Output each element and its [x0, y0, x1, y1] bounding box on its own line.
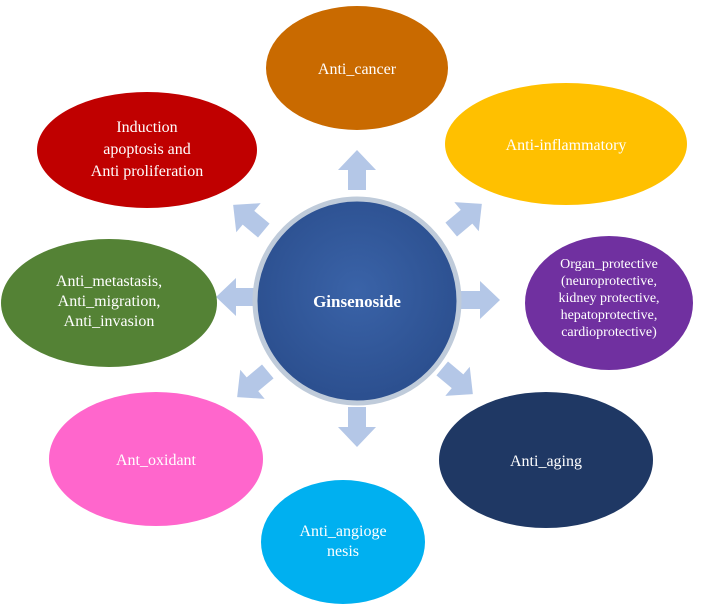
node-label-anti-cancer: Anti_cancer: [318, 61, 397, 78]
node-label-anti-metastasis: Anti_migration,: [58, 293, 161, 310]
node-label-induction-apoptosis: apoptosis and: [103, 141, 191, 158]
arrow-up-right-icon: [445, 202, 482, 237]
node-label-anti-oxidant: Ant_oxidant: [116, 452, 197, 469]
arrow-down-left-icon: [237, 364, 274, 399]
node-label-organ-protective: kidney protective,: [558, 291, 659, 306]
node-ellipse-anti-inflammatory: [445, 83, 687, 205]
arrow-down-icon: [338, 407, 376, 447]
node-ellipse-anti-metastasis: [1, 239, 217, 367]
node-label-anti-inflammatory: Anti-inflammatory: [506, 137, 627, 154]
node-label-anti-angiogenesis: nesis: [327, 543, 359, 560]
node-anti-cancer: Anti_cancer: [266, 6, 448, 130]
arrow-up-icon: [338, 150, 376, 190]
center-circle: [252, 196, 462, 406]
nodes-group: Anti_cancerAnti-inflammatoryOrgan_protec…: [1, 6, 693, 604]
node-ellipse-anti-aging: [439, 392, 653, 528]
node-label-induction-apoptosis: Induction: [116, 119, 177, 136]
node-ellipse-anti-cancer: [266, 6, 448, 130]
node-label-anti-metastasis: Anti_metastasis,: [56, 273, 162, 290]
node-anti-metastasis: Anti_metastasis, Anti_migration, Anti_inva…: [1, 239, 217, 367]
node-label-anti-aging: Anti_aging: [510, 453, 582, 470]
arrow-right-icon: [460, 281, 500, 319]
node-label-organ-protective: hepatoprotective,: [561, 308, 658, 323]
center-label: Ginsenoside: [313, 292, 401, 311]
node-ellipse-induction-apoptosis: [37, 92, 257, 208]
node-label-anti-angiogenesis: Anti_angioge: [299, 523, 386, 540]
node-label-organ-protective: cardioprotective): [561, 325, 657, 340]
node-label-anti-metastasis: Anti_invasion: [64, 313, 155, 330]
node-anti-aging: Anti_aging: [439, 392, 653, 528]
node-label-induction-apoptosis: Anti proliferation: [91, 163, 203, 180]
arrow-left-icon: [216, 278, 256, 316]
node-ellipse-anti-angiogenesis: [261, 480, 425, 604]
arrow-down-right-icon: [436, 361, 473, 396]
arrow-up-left-icon: [233, 203, 270, 238]
node-label-organ-protective: (neuroprotective,: [561, 274, 657, 289]
node-anti-oxidant: Ant_oxidant: [49, 392, 263, 526]
node-label-organ-protective: Organ_protective: [560, 257, 658, 272]
node-ellipse-anti-oxidant: [49, 392, 263, 526]
node-ellipse-organ-protective: [525, 236, 693, 370]
center-node: Ginsenoside: [252, 196, 462, 406]
node-anti-inflammatory: Anti-inflammatory: [445, 83, 687, 205]
arrows-group: [216, 150, 500, 447]
node-organ-protective: Organ_protective (neuroprotective, kidney …: [525, 236, 693, 370]
